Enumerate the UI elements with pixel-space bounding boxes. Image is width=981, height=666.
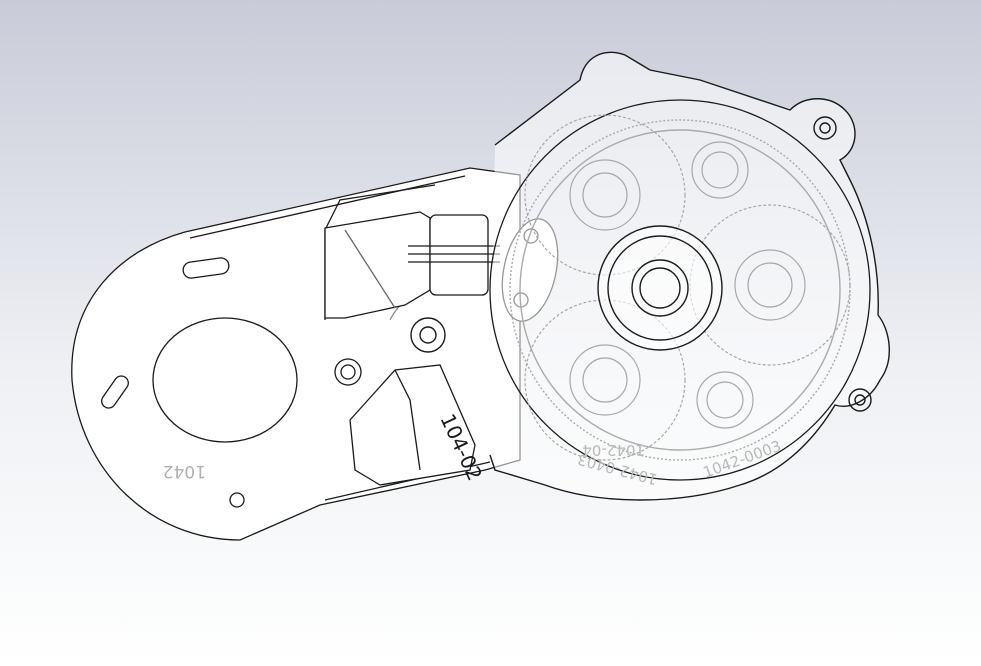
gear-mark-1: 1042-04 <box>582 441 645 459</box>
slot-top <box>182 257 230 279</box>
motor-bore <box>152 317 298 443</box>
plate-boss <box>334 358 362 386</box>
plate-mark: 1042 <box>163 461 206 481</box>
mount-ear-top <box>813 116 837 140</box>
housing-boss <box>410 317 446 353</box>
lower-bracket <box>349 364 476 486</box>
mount-ear-bottom <box>848 388 872 412</box>
plate-hole <box>229 492 245 508</box>
slot-left <box>101 375 129 409</box>
output-hub <box>597 225 723 351</box>
